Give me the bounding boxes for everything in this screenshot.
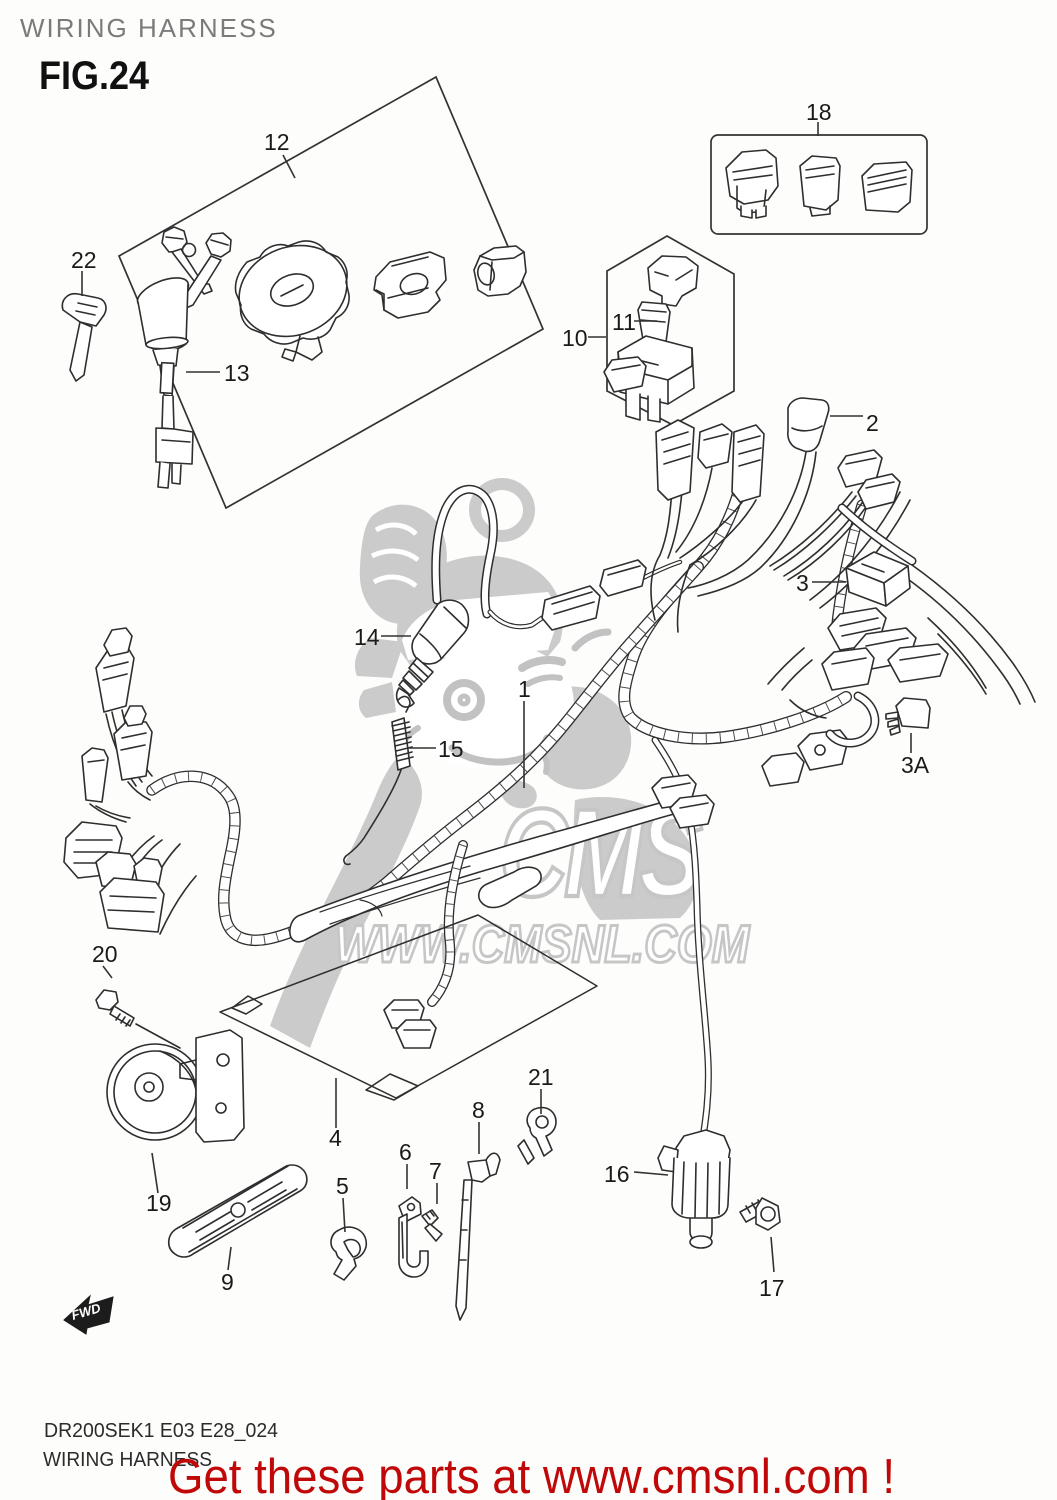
svg-text:13: 13	[224, 360, 250, 386]
svg-text:10: 10	[562, 325, 588, 351]
svg-text:FIG.24: FIG.24	[39, 54, 150, 98]
svg-text:16: 16	[604, 1161, 630, 1187]
svg-text:3: 3	[796, 570, 809, 596]
svg-text:7: 7	[429, 1158, 442, 1184]
svg-text:2: 2	[866, 410, 879, 436]
svg-text:22: 22	[71, 247, 97, 273]
svg-text:20: 20	[92, 941, 118, 967]
svg-text:21: 21	[528, 1064, 554, 1090]
svg-text:17: 17	[759, 1275, 785, 1301]
svg-text:WIRING HARNESS: WIRING HARNESS	[20, 13, 278, 43]
svg-text:1: 1	[518, 676, 531, 702]
svg-text:12: 12	[264, 129, 290, 155]
svg-text:14: 14	[354, 624, 380, 650]
svg-text:8: 8	[472, 1097, 485, 1123]
svg-text:WWW.CMSNL.COM: WWW.CMSNL.COM	[335, 915, 750, 974]
svg-text:DR200SEK1 E03 E28_024: DR200SEK1 E03 E28_024	[44, 1419, 278, 1442]
svg-text:4: 4	[329, 1125, 342, 1151]
svg-text:Get these parts at www.cmsnl.c: Get these parts at www.cmsnl.com !	[168, 1450, 895, 1500]
svg-text:WIRING HARNESS: WIRING HARNESS	[43, 1448, 212, 1471]
svg-text:9: 9	[221, 1269, 234, 1295]
svg-text:18: 18	[806, 99, 832, 125]
svg-text:6: 6	[399, 1139, 412, 1165]
svg-text:11: 11	[612, 309, 636, 335]
svg-text:19: 19	[146, 1190, 172, 1216]
svg-text:5: 5	[336, 1173, 349, 1199]
svg-text:15: 15	[438, 736, 464, 762]
svg-text:3A: 3A	[901, 752, 930, 778]
